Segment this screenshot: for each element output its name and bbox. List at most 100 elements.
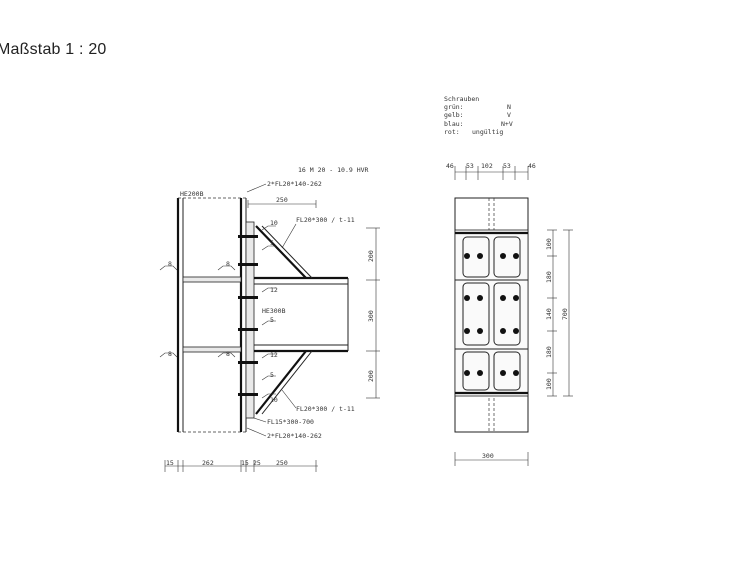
bolt	[477, 370, 483, 376]
bolt	[513, 253, 519, 259]
dim-label: 250	[276, 459, 288, 467]
dim-label: 180	[545, 271, 553, 283]
legend-key: blau:	[444, 120, 464, 128]
stiffener-top-label: FL20*300 / t-11	[296, 216, 355, 224]
leader-line	[246, 183, 267, 193]
bolt	[464, 253, 470, 259]
weld-label: 12	[270, 286, 278, 294]
column-label: HE200B	[180, 190, 204, 198]
bolt	[238, 296, 258, 299]
dim-label: 15	[241, 459, 249, 467]
legend-key: rot:	[444, 128, 460, 136]
weld-symbols: 10 5 12 5 12 5 10 8 8 8 8	[159, 219, 278, 404]
weld-label: 10	[270, 396, 278, 404]
bolt-panel	[493, 236, 521, 278]
haunch-stiffener-top	[255, 225, 307, 279]
weld-label: 10	[270, 219, 278, 227]
weld-label: 5	[270, 316, 274, 324]
weld-label: 8	[168, 260, 172, 268]
leader-line	[281, 389, 297, 409]
bolt	[477, 295, 483, 301]
bolt	[238, 263, 258, 266]
dim-label: 46	[528, 162, 536, 170]
dim-label: 100	[545, 378, 553, 390]
leader-line	[246, 427, 267, 437]
front-view: 46 53 102 53 46	[446, 162, 573, 466]
haunch-stiffener-bottom-inner	[261, 350, 313, 415]
dim-label: 300	[482, 452, 494, 460]
dim-total-label: 700	[561, 308, 569, 320]
dim-label: 53	[503, 162, 511, 170]
weld-leader	[261, 353, 276, 359]
dim-label: 25	[253, 459, 261, 467]
bolt	[500, 328, 506, 334]
haunch-stiffener-bottom	[255, 350, 307, 415]
bolt	[464, 295, 470, 301]
legend-val: N+V	[501, 120, 513, 128]
bolt-panel	[462, 282, 490, 346]
bolt	[513, 328, 519, 334]
leader-line	[253, 417, 267, 423]
plate-bottom-label: 2*FL20*140-262	[267, 432, 322, 440]
bolt	[477, 253, 483, 259]
beam-label: HE300B	[262, 307, 286, 315]
weld-leader	[261, 225, 276, 231]
dim-250-label: 250	[276, 196, 288, 204]
bolt-row	[238, 235, 258, 396]
weld-label: 5	[270, 239, 274, 247]
stiffener-bottom-label: FL20*300 / t-11	[296, 405, 355, 413]
bolt-panel	[462, 351, 490, 391]
weld-leader	[217, 352, 236, 358]
bolt	[464, 328, 470, 334]
bolt-note: 16 M 20 - 10.9 HVR	[298, 166, 369, 174]
dim-label: 200	[367, 250, 375, 262]
weld-leader	[159, 265, 178, 271]
side-view: 16 M 20 - 10.9 HVR HE200B 2*FL20*140-262…	[159, 166, 380, 472]
bolt	[238, 328, 258, 331]
legend-val: ungültig	[472, 128, 503, 136]
bolt	[238, 361, 258, 364]
weld-leader	[261, 375, 276, 381]
end-plate-label: FL15*300-700	[267, 418, 314, 426]
bolt	[500, 295, 506, 301]
weld-leader	[217, 265, 236, 271]
legend-val: N	[507, 103, 511, 111]
weld-leader	[261, 320, 276, 326]
weld-leader	[261, 287, 276, 293]
plate-top-label: 2*FL20*140-262	[267, 180, 322, 188]
bolt	[500, 370, 506, 376]
dim-label: 100	[545, 238, 553, 250]
dim-label: 46	[446, 162, 454, 170]
dim-label: 102	[481, 162, 493, 170]
weld-label: 5	[270, 371, 274, 379]
bolt-panel	[493, 282, 521, 346]
weld-label: 8	[226, 260, 230, 268]
bolt-panel	[462, 236, 490, 278]
end-plate	[245, 221, 255, 419]
bolt	[477, 328, 483, 334]
legend-key: grün:	[444, 103, 464, 111]
dim-label: 200	[367, 370, 375, 382]
dim-label: 140	[545, 308, 553, 320]
bolt-panel	[493, 351, 521, 391]
column-stiffener-top	[182, 276, 242, 283]
weld-label: 12	[270, 351, 278, 359]
legend-key: gelb:	[444, 111, 464, 119]
bolt-legend: Schrauben grün: N gelb: V blau: N+V rot:…	[444, 95, 513, 136]
haunch-stiffener-top-inner	[261, 225, 313, 279]
bolt	[238, 393, 258, 396]
bolt	[464, 370, 470, 376]
bolt-pattern	[464, 253, 519, 376]
weld-leader	[159, 352, 178, 358]
bolt	[513, 370, 519, 376]
bolt	[513, 295, 519, 301]
column-stiffener-bottom	[182, 346, 242, 353]
weld-label: 8	[226, 350, 230, 358]
weld-label: 8	[168, 350, 172, 358]
scale-title: Maßstab 1 : 20	[0, 41, 107, 58]
weld-leader	[261, 393, 276, 399]
dim-label: 15	[166, 459, 174, 467]
weld-leader	[261, 245, 276, 251]
